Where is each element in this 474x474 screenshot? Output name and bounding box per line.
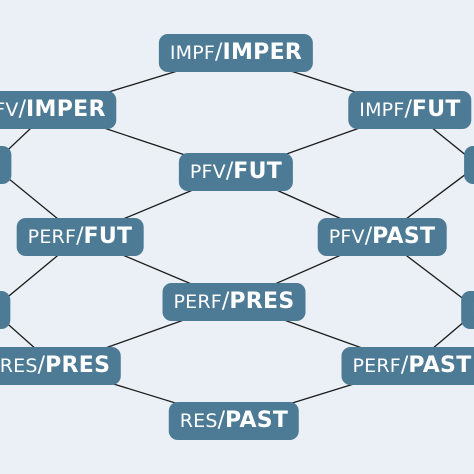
node-separator: / — [364, 224, 373, 249]
node-right-p: P — [461, 291, 474, 329]
node-left-label: PFV — [189, 160, 226, 183]
node-right-label: PRES — [45, 353, 111, 378]
node-perf-pres: PERF/PRES — [162, 283, 306, 321]
node-res-pres: RES/PRES — [0, 347, 122, 385]
node-left-label: P — [472, 300, 474, 320]
node-right-label: FUT — [411, 97, 461, 122]
node-right-label: PAST — [372, 224, 436, 249]
node-right-label: IMPER — [26, 97, 106, 122]
node-impf-fut: IMPF/FUT — [348, 91, 472, 129]
node-right-label: IMPER — [222, 40, 303, 65]
node-separator: / — [221, 289, 230, 314]
node-left-label: PERF — [27, 225, 77, 248]
node-left-label: IMPF — [169, 41, 216, 64]
node-right-label: R — [0, 154, 1, 176]
node-right-label: PAST — [225, 408, 289, 433]
node-left-label: PERF — [352, 354, 401, 377]
node-right-i: I — [464, 146, 474, 184]
node-separator: / — [404, 97, 412, 122]
node-separator: / — [400, 353, 409, 378]
node-left-label: FV — [0, 98, 19, 121]
node-left-t: T — [0, 291, 11, 329]
node-right-label: PRES — [229, 289, 295, 314]
node-separator: / — [225, 159, 234, 184]
node-separator: / — [18, 97, 27, 122]
node-separator: / — [76, 224, 84, 249]
node-pfv-fut: PFV/FUT — [178, 153, 294, 191]
node-separator: / — [217, 408, 226, 433]
node-right-label: FUT — [83, 224, 133, 249]
node-left-label: IMPF — [359, 98, 405, 121]
node-right-label: PAST — [408, 353, 472, 378]
node-left-r: R — [0, 146, 12, 184]
node-separator: / — [215, 40, 223, 65]
node-perf-past: PERF/PAST — [341, 347, 474, 385]
node-left-label: PFV — [328, 225, 365, 248]
node-res-past: RES/PAST — [168, 402, 300, 440]
node-separator: / — [37, 353, 46, 378]
node-left-label: RES — [0, 354, 38, 377]
node-left-label: RES — [179, 409, 218, 432]
node-right-label: FUT — [233, 159, 283, 184]
node-pfv-imper: FV/IMPER — [0, 91, 117, 129]
node-perf-fut: PERF/FUT — [16, 218, 144, 256]
node-left-label: PERF — [173, 290, 222, 313]
node-pfv-past: PFV/PAST — [317, 218, 447, 256]
node-impf-imper: IMPF/IMPER — [158, 34, 314, 72]
